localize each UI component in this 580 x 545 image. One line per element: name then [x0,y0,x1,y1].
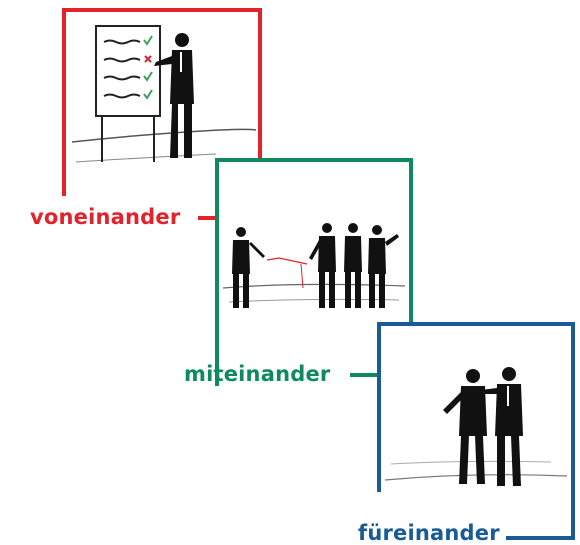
label-miteinander: miteinander [184,362,331,386]
partners-illustration-svg [384,367,568,486]
panel-fureinander-frame-left [377,322,381,492]
connector-voneinander [198,216,218,220]
panel-voneinander-frame-left [62,8,66,196]
panel-fureinander-frame-top [377,322,575,326]
partners-supporting-illustration [381,326,571,492]
panel-miteinander-frame-top [215,158,413,162]
panel-miteinander-frame-right [409,158,413,324]
label-voneinander: voneinander [30,205,181,229]
presenter-illustration-svg [71,25,257,163]
panel-miteinander-frame-left [215,158,219,386]
group-communication-illustration [219,162,409,322]
group-illustration-svg [222,223,406,308]
panel-fureinander-frame-bottom [506,536,575,540]
panel-voneinander-frame-right [258,8,262,164]
panel-fureinander-frame-right [571,322,575,540]
panel-voneinander-frame-top [62,8,262,12]
connector-miteinander [350,373,378,377]
label-fureinander: füreinander [358,521,500,545]
